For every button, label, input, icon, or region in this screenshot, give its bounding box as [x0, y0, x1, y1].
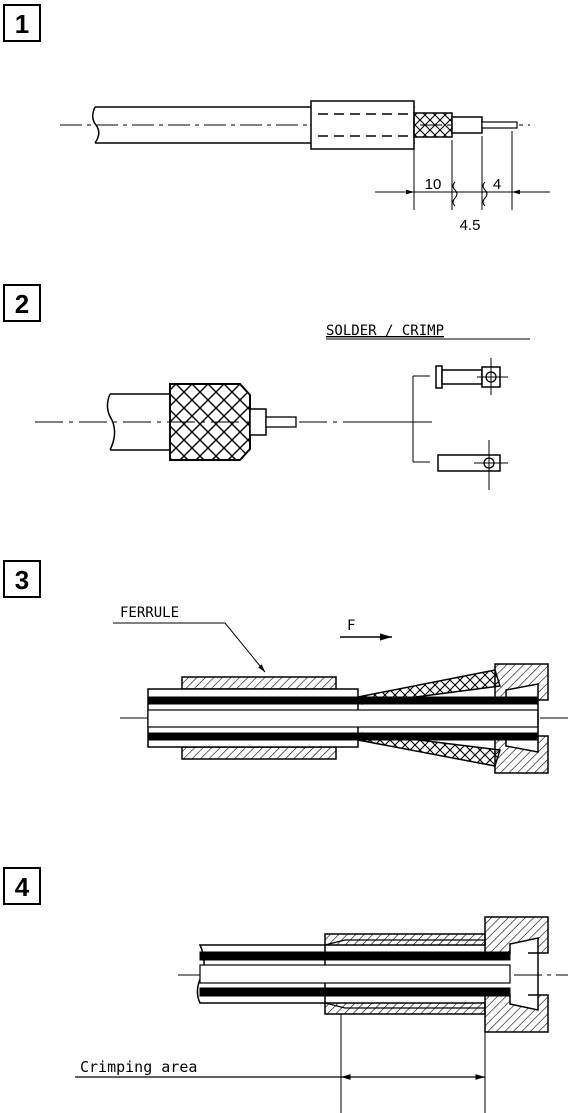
ferrule-label: FERRULE — [120, 605, 179, 621]
step-4-crimped-drawing — [75, 916, 568, 1113]
force-label: F — [347, 618, 355, 634]
step-2-number-box: 2 — [3, 284, 41, 322]
dimension-4-5: 4.5 — [460, 217, 481, 234]
dimension-4: 4 — [493, 176, 501, 193]
step-3-number-box: 3 — [3, 560, 41, 598]
step-1-number: 1 — [15, 9, 29, 39]
dimension-10: 10 — [425, 176, 442, 193]
step-3-ferrule-slide-drawing — [120, 663, 568, 774]
step-2-braid-folded-drawing — [35, 383, 425, 461]
step-1-cable-strip-drawing — [60, 100, 550, 210]
step-4-number: 4 — [15, 872, 30, 902]
step-2-number: 2 — [15, 289, 29, 319]
step-2: 2 SOLDER / CRIMP — [3, 284, 530, 490]
step-4: 4 Crimping area — [3, 867, 568, 1113]
crimping-area-label: Crimping area — [80, 1058, 197, 1076]
step-4-number-box: 4 — [3, 867, 41, 905]
step-1: 1 — [3, 4, 550, 234]
contact-pin-details — [368, 358, 508, 490]
step-3: 3 FERRULE F — [3, 560, 568, 774]
step-3-number: 3 — [15, 565, 29, 595]
solder-crimp-label: SOLDER / CRIMP — [326, 323, 444, 339]
step-1-number-box: 1 — [3, 4, 41, 42]
